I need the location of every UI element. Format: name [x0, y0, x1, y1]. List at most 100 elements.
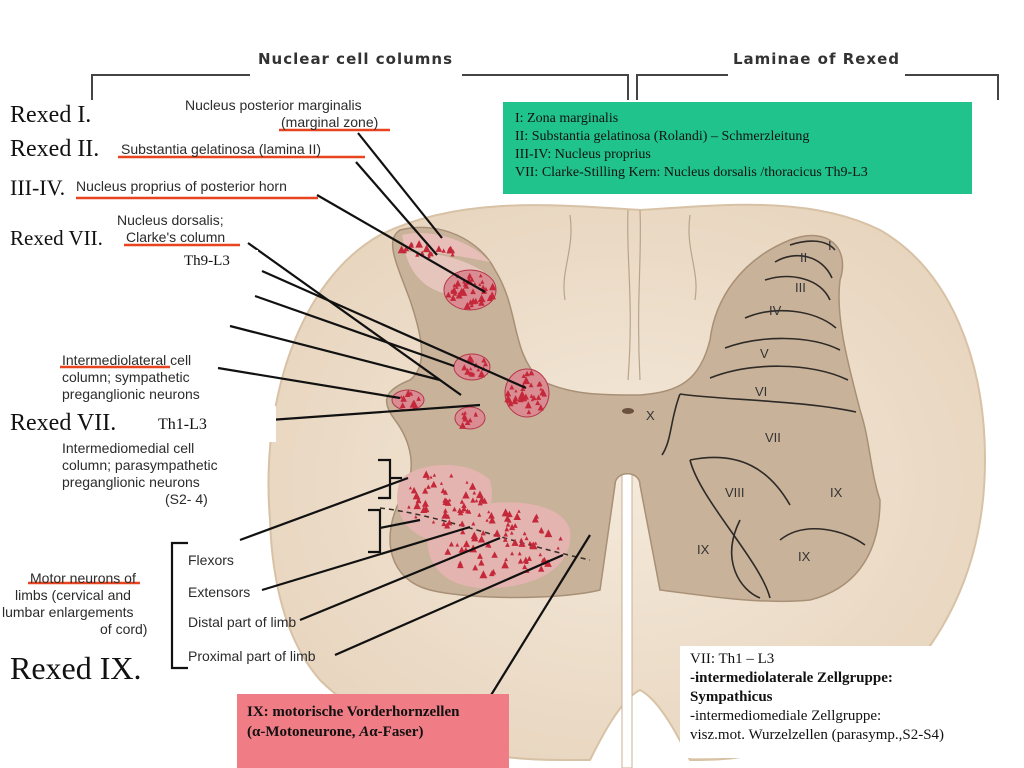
neuron-dot — [507, 518, 512, 523]
lamina-label: IX — [798, 549, 811, 564]
neuron-dot — [426, 484, 431, 489]
neuron-dot — [477, 500, 483, 506]
neuron-dot — [522, 376, 531, 385]
neuron-dot — [422, 487, 429, 494]
neuron-dot — [459, 499, 465, 504]
red-underlines — [28, 128, 390, 585]
neuron-dot — [528, 382, 534, 388]
neuron-dot — [478, 273, 483, 278]
intermediolateral-label-1: Intermediolateral cell — [62, 352, 192, 368]
neuron-dot — [478, 559, 485, 566]
ventral-dashed-line — [379, 507, 591, 561]
neuron-dot — [420, 506, 428, 514]
neuron-dot — [444, 548, 452, 555]
white-box-line: visz.mot. Wurzelzellen (parasymp.,S2-S4) — [690, 727, 945, 743]
leader-lines — [170, 132, 591, 701]
neuron-dot — [502, 537, 508, 542]
neuron-dot — [464, 368, 472, 375]
neuron-dot — [460, 529, 466, 535]
neuron-dot — [409, 400, 418, 408]
neuron-dot — [431, 520, 436, 524]
neuron-dot — [410, 486, 418, 494]
neuron-dot — [441, 520, 447, 527]
extensors-label: Extensors — [188, 584, 251, 600]
neuron-dot — [501, 560, 509, 569]
intermediomedial-label-2: column; parasympathetic — [62, 457, 218, 473]
green-box-line: II: Substantia gelatinosa (Rolandi) – Sc… — [515, 129, 810, 144]
lamina-label: X — [646, 408, 655, 423]
neuron-dot — [413, 501, 421, 510]
motor-neurons-label-4: of cord) — [100, 621, 148, 637]
neuron-dot — [450, 294, 457, 301]
neuron-dot — [462, 540, 470, 548]
neuron-dot — [473, 535, 478, 539]
intermediomedial-label-3: preganglionic neurons — [62, 474, 200, 490]
neuron-dot — [493, 529, 501, 537]
neuron-dot — [465, 480, 469, 484]
nuclear-cell-columns-header: Nuclear cell columns — [258, 50, 454, 68]
neuron-dot — [454, 279, 462, 287]
neuron-dot — [517, 558, 524, 564]
neuron-dot — [457, 560, 463, 566]
neuron-dot — [504, 557, 509, 562]
distal-part-label: Distal part of limb — [188, 614, 297, 630]
neuron-dot — [444, 499, 452, 506]
neuron-dot — [408, 486, 412, 490]
neuron-dot — [435, 245, 443, 252]
neuron-dot — [526, 555, 532, 561]
white-box-line: -intermediolaterale Zellgruppe: — [690, 670, 893, 686]
neuron-dot — [535, 400, 541, 406]
pink-legend-box: IX: motorische Vorderhornzellen (α-Moton… — [237, 694, 509, 768]
neuron-dot — [471, 521, 476, 526]
neuron-dot — [526, 409, 532, 415]
white-box-line: Sympathicus — [690, 689, 773, 705]
neuron-dot — [491, 551, 498, 558]
neuron-dot — [451, 249, 455, 253]
lamina-label: IV — [769, 303, 782, 318]
proximal-part-label: Proximal part of limb — [188, 648, 316, 664]
th1-l3-label: Th1-L3 — [158, 416, 207, 433]
neuron-dot — [477, 512, 482, 517]
neuron-dot — [463, 410, 467, 415]
white-legend-box: VII: Th1 – L3 -intermediolaterale Zellgr… — [680, 646, 1024, 758]
neuron-dot — [461, 364, 468, 371]
lamina-label: IX — [830, 485, 843, 500]
neuron-dot — [485, 518, 489, 522]
neuron-dot — [538, 565, 545, 572]
neuron-dot — [476, 367, 481, 372]
neuron-dot — [490, 568, 497, 575]
neuron-dot — [488, 282, 497, 291]
neuron-dot — [450, 286, 458, 294]
neuron-dot — [466, 354, 474, 363]
neuron-dot — [529, 393, 534, 398]
green-box-line: III-IV: Nucleus proprius — [515, 147, 651, 162]
neuron-dot — [477, 535, 486, 543]
neuron-dot — [415, 252, 420, 257]
neuron-dot — [442, 489, 448, 495]
lamina-label: VII — [765, 430, 781, 445]
green-box-line: VII: Clarke-Stilling Kern: Nucleus dorsa… — [515, 165, 868, 180]
neuron-dot — [488, 511, 495, 519]
neuron-dot — [473, 281, 477, 286]
neuron-dot — [504, 389, 512, 397]
neuron-dot — [399, 402, 406, 409]
substantia-gelatinosa-label: Substantia gelatinosa (lamina II) — [121, 141, 321, 157]
neuron-dot — [470, 497, 476, 503]
lamina-label: III — [795, 280, 806, 295]
neuron-dot — [427, 254, 431, 259]
neuron-dot — [408, 241, 415, 248]
neuron-dot — [469, 366, 473, 371]
neuron-dots — [397, 240, 563, 579]
neuron-dot — [481, 357, 487, 363]
th9-l3-box: Th9-L3 — [180, 250, 258, 272]
pink-box-line-1: IX: motorische Vorderhornzellen — [247, 704, 460, 720]
neuron-dot — [480, 279, 485, 284]
neuron-dot — [399, 395, 404, 399]
intermediolateral-label-3: preganglionic neurons — [62, 386, 200, 402]
lamina-label: I — [828, 238, 832, 253]
green-box-line: I: Zona marginalis — [515, 111, 619, 126]
neuron-dot — [441, 510, 450, 519]
neuron-dot — [513, 512, 521, 520]
central-canal — [622, 408, 634, 414]
